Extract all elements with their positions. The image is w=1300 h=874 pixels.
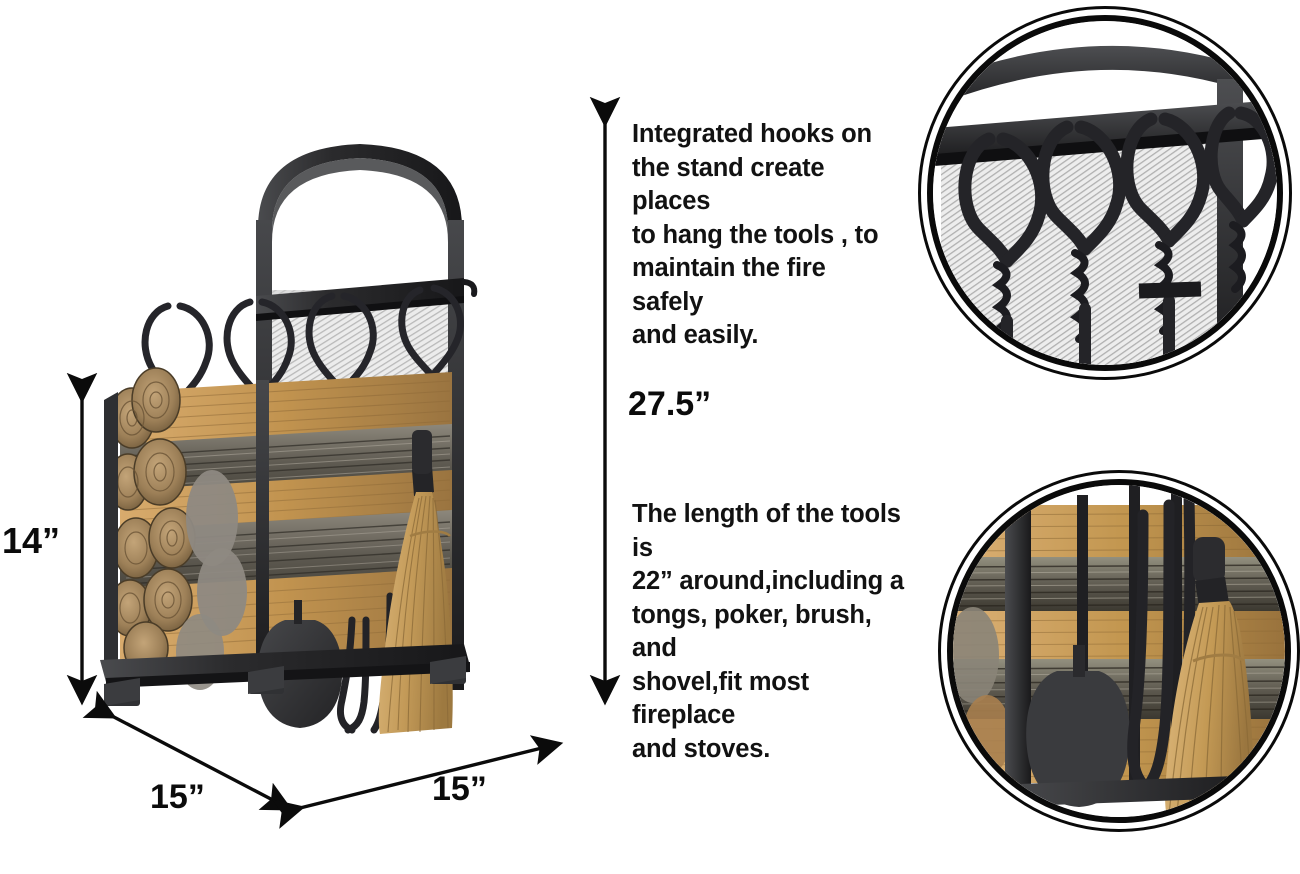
integrated-hooks-callout: Integrated hooks on the stand create pla… bbox=[632, 120, 879, 349]
detail-ring-inner bbox=[927, 15, 1283, 371]
detail-clip bbox=[933, 21, 1277, 365]
hook-handle bbox=[1036, 120, 1127, 365]
product-svg bbox=[100, 144, 478, 734]
overall-height-dimension-label: 27.5” bbox=[628, 385, 712, 423]
product-illustration bbox=[60, 100, 620, 740]
hook-detail-inset bbox=[918, 6, 1292, 380]
base-depth-dimension-label: 15” bbox=[150, 778, 205, 816]
log-stack-height-dimension-label: 14” bbox=[2, 520, 61, 561]
base-width-dimension-label: 15” bbox=[432, 770, 487, 808]
tools-detail-inset bbox=[938, 470, 1300, 832]
rack-front-bars bbox=[256, 380, 269, 680]
detail-ring-inner bbox=[947, 479, 1291, 823]
tool-length-callout: The length of the tools is 22” around,in… bbox=[632, 500, 904, 763]
hook-detail-svg bbox=[933, 21, 1277, 365]
rack-left-post bbox=[104, 392, 118, 668]
arrow-base-width bbox=[271, 735, 564, 829]
detail-clip bbox=[953, 485, 1285, 817]
hook-tips bbox=[461, 279, 478, 297]
hook-handle-group bbox=[958, 106, 1277, 365]
shovel bbox=[1026, 645, 1130, 807]
tools-detail-svg bbox=[953, 485, 1285, 817]
hook-handle-partial bbox=[1204, 106, 1277, 293]
arch-bar bbox=[933, 45, 1263, 107]
hook-handle bbox=[1120, 112, 1211, 365]
